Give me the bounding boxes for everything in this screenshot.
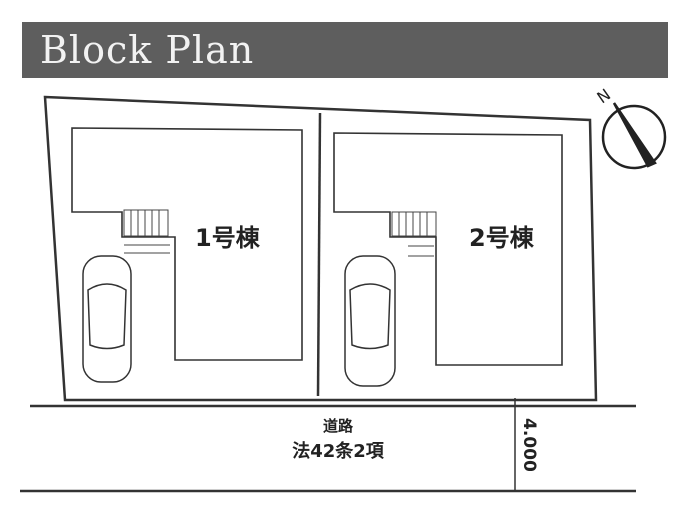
building-2-label: 2号棟 [469, 224, 535, 252]
north-label: N [593, 85, 614, 107]
lot-boundary [43, 95, 598, 402]
entrance-steps-1 [123, 209, 170, 254]
building-1-label: 1号棟 [195, 224, 261, 252]
title-bar: Block Plan [22, 22, 668, 78]
entrance-steps-2 [391, 211, 437, 257]
road-name: 道路 [323, 417, 354, 435]
lot-divider [316, 112, 322, 397]
road-width: 4.000 [519, 418, 539, 472]
north-arrow-icon: N [593, 85, 667, 170]
car-icon [344, 255, 396, 387]
road-classification: 法42条2項 [292, 440, 385, 462]
building-2-footprint [333, 132, 563, 366]
car-icon [82, 255, 132, 383]
page-title: Block Plan [40, 28, 255, 72]
building-1-footprint [71, 127, 303, 361]
